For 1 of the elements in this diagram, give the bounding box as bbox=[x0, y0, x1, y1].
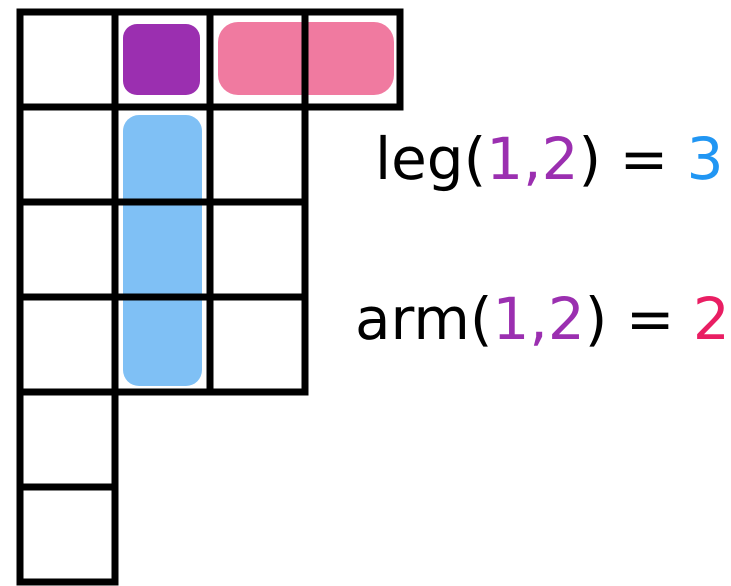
formula-text: arm(1,2) = 2 bbox=[355, 290, 730, 348]
